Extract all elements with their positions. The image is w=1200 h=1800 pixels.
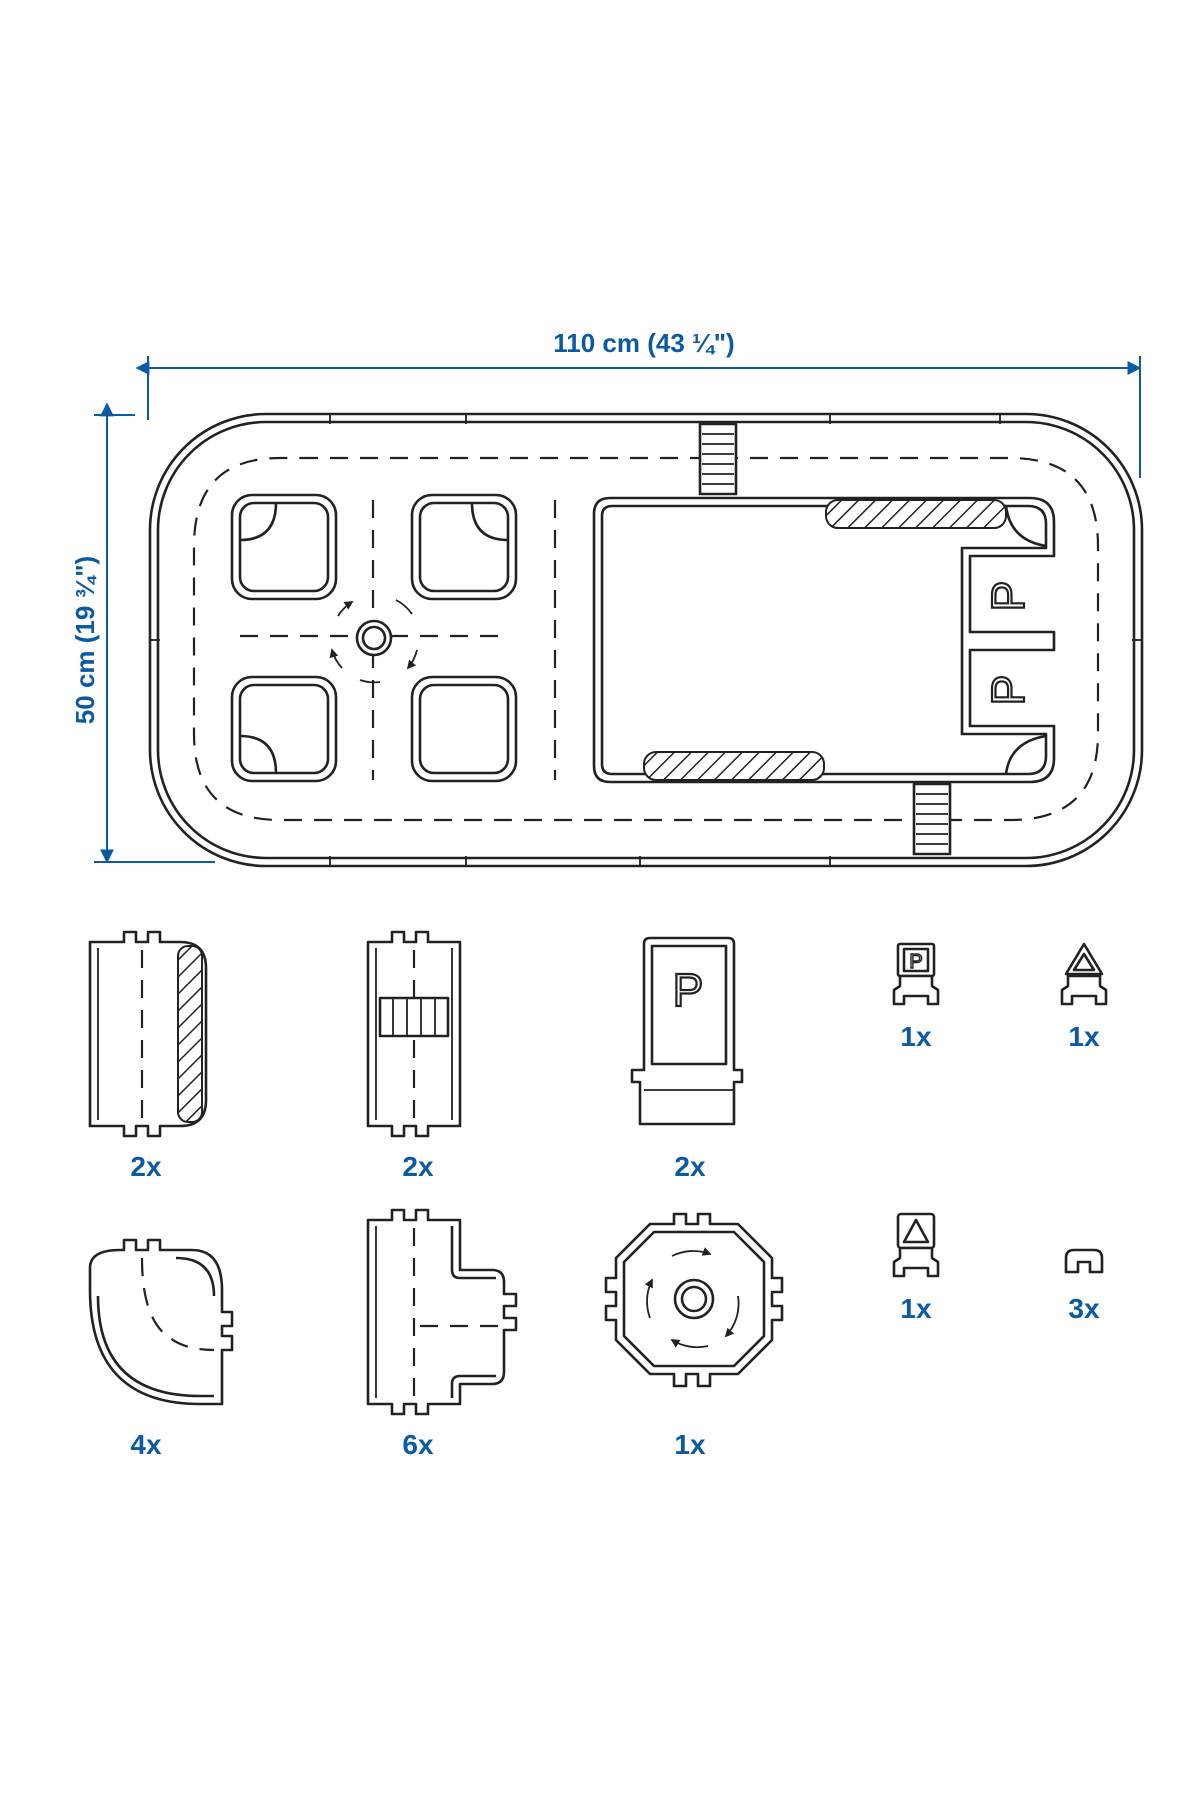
piece-qty-t-junction: 6x [402,1429,434,1460]
piece-seams [150,414,1142,866]
small-roundabout [329,599,418,684]
city-blocks [230,493,518,783]
parking-letter-top: P [982,581,1034,612]
outer-lane-line [192,456,1100,822]
piece-qty-curve: 4x [130,1429,162,1460]
height-label: 50 cm (19 ¾") [70,556,100,724]
piece-parking-sign: P 1x [892,942,940,1052]
piece-qty-roundabout: 1x [674,1429,706,1460]
piece-qty-parking-space: 2x [674,1151,706,1182]
piece-roundabout: 1x [604,1212,784,1460]
piece-parking-space: P 2x [630,936,744,1182]
height-dimension: 50 cm (19 ¾") [70,402,215,864]
piece-qty-crosswalk-straight: 2x [402,1151,434,1182]
top-crosswalk [698,422,738,496]
piece-connector: 3x [1064,1248,1104,1324]
parking-letter-bottom: P [982,675,1034,706]
piece-crosswalk-straight: 2x [366,930,462,1182]
piece-triangle-sign: 1x [1060,942,1108,1052]
piece-curve: 4x [88,1238,234,1460]
parking-letter-sign: P [909,951,922,973]
piece-qty-straight-hatched: 2x [130,1151,162,1182]
piece-t-junction: 6x [366,1208,518,1460]
width-dimension: 110 cm (43 ¼") [135,328,1142,478]
width-label: 110 cm (43 ¼") [553,328,734,358]
assembled-track: P P [148,412,1144,868]
piece-warning-sign: 1x [892,1212,940,1324]
piece-qty-warning-sign: 1x [900,1293,932,1324]
bottom-crosswalk [912,782,952,856]
piece-qty-triangle-sign: 1x [1068,1021,1100,1052]
parking-area: P P [592,496,1056,784]
piece-qty-connector: 3x [1068,1293,1100,1324]
piece-straight-hatched: 2x [88,930,208,1182]
parking-letter-piece: P [673,964,704,1016]
piece-qty-parking-sign: 1x [900,1021,932,1052]
